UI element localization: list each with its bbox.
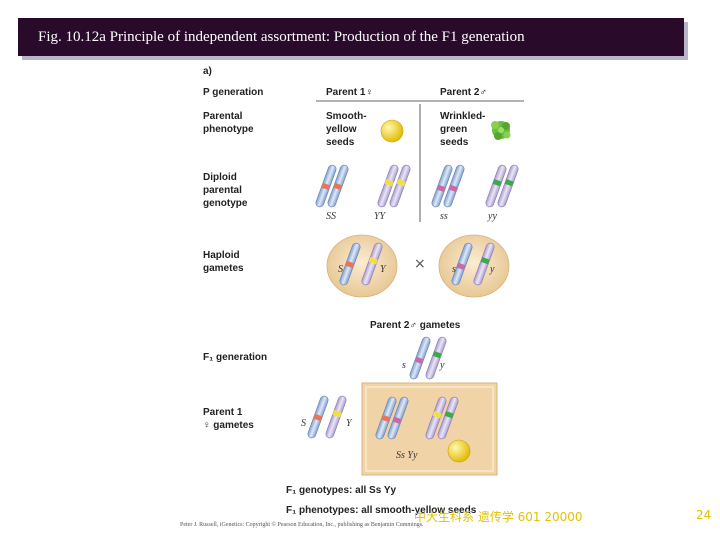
wrinkled-green-seed-icon (491, 121, 511, 140)
row-label-haploid-2: gametes (203, 263, 244, 274)
f1-zygote-cell (362, 383, 497, 475)
row-label-f1-generation: F₁ generation (203, 352, 267, 363)
parent2-diploid-chromosomes (431, 164, 520, 208)
cross-symbol: × (414, 256, 426, 272)
parent2-gametes-label: Parent 2♂ gametes (370, 320, 461, 331)
parent1-gamete-s: S (338, 264, 343, 275)
parent2-heading: Parent 2♂ (440, 87, 487, 98)
parent2-gamete-y: y (489, 264, 495, 275)
parent2-gamete-chromosomes (409, 336, 448, 380)
p1-gamete-s: S (301, 418, 306, 429)
figure-credit: Peter J. Russell, iGenetics: Copyright ©… (180, 522, 424, 528)
parent2-genotype-y: yy (487, 211, 497, 222)
smooth-yellow-seed-icon (381, 120, 403, 142)
row-label-diploid-1: Diploid (203, 172, 237, 183)
p1-gamete-y: Y (346, 418, 353, 429)
row-label-parental-phenotype-2: phenotype (203, 124, 254, 135)
f1-genotype-cell-label: Ss Yy (396, 450, 418, 461)
row-label-diploid-3: genotype (203, 198, 248, 209)
row-label-p-generation: P generation (203, 87, 263, 98)
parent2-gamete-cell (439, 235, 509, 297)
row-label-parent1-gametes-1: Parent 1 (203, 407, 243, 418)
f1-seed-icon (448, 440, 470, 462)
parent1-gamete-chromosomes (307, 395, 348, 439)
slide-number: 24 (696, 508, 711, 522)
parent1-diploid-chromosomes (315, 164, 412, 208)
f1-genotypes-caption: F₁ genotypes: all Ss Yy (286, 485, 397, 496)
parent2-phenotype-3: seeds (440, 137, 469, 148)
panel-label: a) (203, 66, 212, 77)
row-label-parental-phenotype-1: Parental (203, 111, 243, 122)
parent2-genotype-s: ss (440, 211, 448, 222)
parent2-phenotype-1: Wrinkled- (440, 111, 485, 122)
parent2-gamete-s: s (452, 264, 456, 275)
row-label-parent1-gametes-2: ♀ gametes (203, 420, 254, 431)
f1-gamete-s: s (402, 360, 406, 371)
parent2-phenotype-2: green (440, 124, 467, 135)
f1-gamete-y: y (439, 360, 445, 371)
parent1-genotype-y: YY (374, 211, 387, 222)
parent1-phenotype-2: yellow (326, 124, 357, 135)
row-label-haploid-1: Haploid (203, 250, 240, 261)
parent1-heading: Parent 1♀ (326, 87, 373, 98)
parent1-genotype-s: SS (326, 211, 336, 222)
parent1-phenotype-3: seeds (326, 137, 355, 148)
parent1-phenotype-1: Smooth- (326, 111, 367, 122)
row-label-diploid-2: parental (203, 185, 242, 196)
footer-course-label: 中大生科系 遗传学 601 20000 (414, 508, 583, 525)
